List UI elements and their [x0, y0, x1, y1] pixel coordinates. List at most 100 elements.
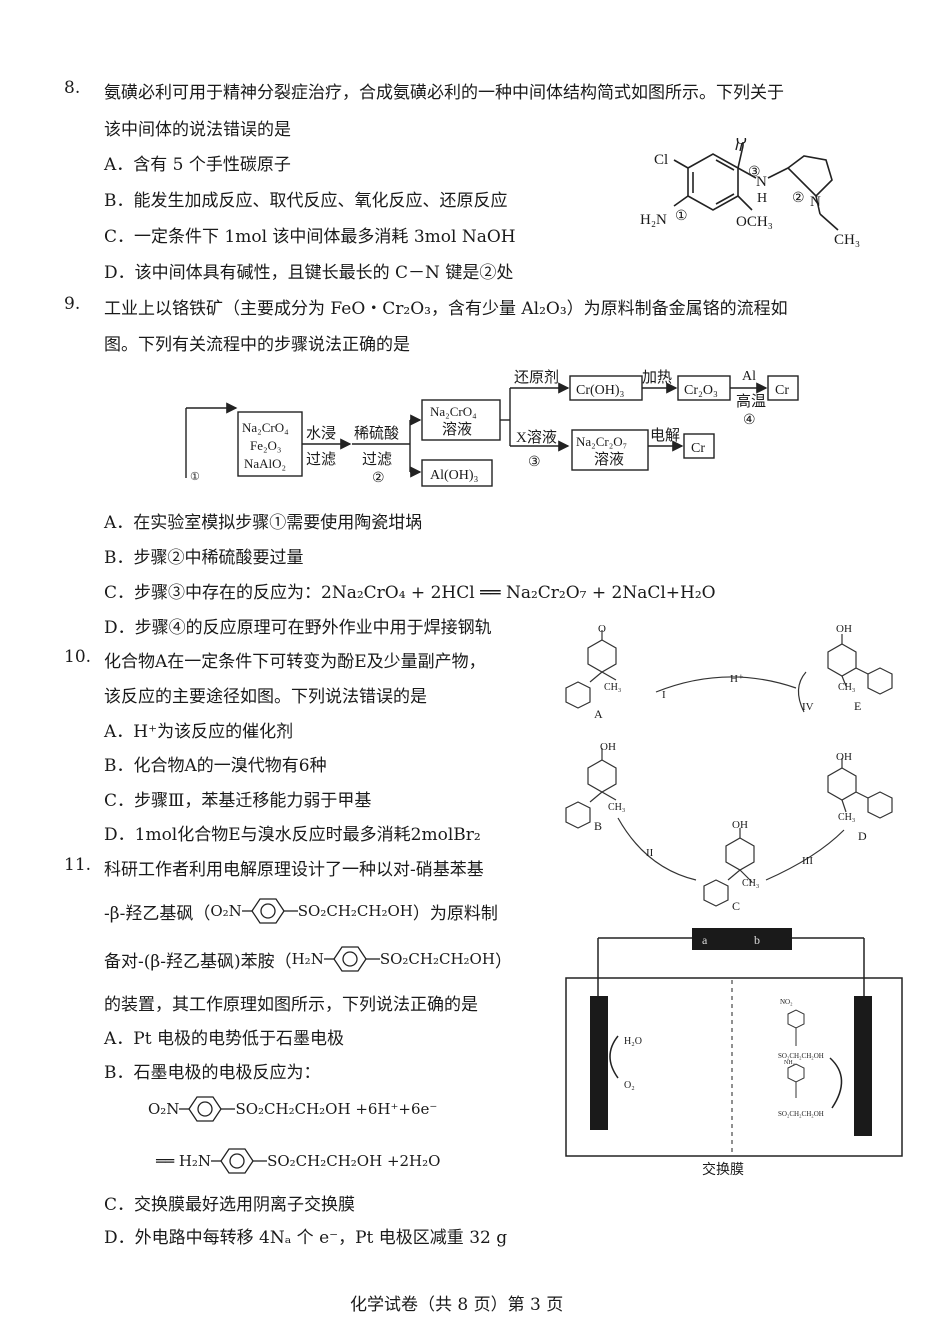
q10-a-ch3: CH₃	[604, 682, 621, 693]
q9-step-water-2: 过滤	[306, 451, 336, 468]
q8-label-h: H	[757, 191, 767, 206]
q9-box1-line3: NaAlO₂	[244, 456, 286, 471]
q10-label-b: B	[594, 819, 602, 833]
q10-c-ch3: CH₃	[742, 878, 759, 889]
q11-terminal-b: b	[754, 933, 760, 947]
q9-option-d[interactable]: D．步骤④的反应原理可在野外作业中用于焊接钢轨	[104, 618, 492, 638]
q8-option-b[interactable]: B．能发生加成反应、取代反应、氧化反应、还原反应	[104, 191, 508, 211]
q9-box8: Cr	[691, 441, 705, 456]
q10-c-oh: OH	[732, 819, 748, 831]
q11-stem: 科研工作者利用电解原理设计了一种以对-硝基苯基	[104, 860, 484, 880]
q9-step-acid-2: 过滤	[362, 451, 392, 468]
q11-reactant-left: O₂N	[210, 902, 242, 920]
q8-stem: 氨磺必利可用于精神分裂症治疗，合成氨磺必利的一种中间体结构简式如图所示。下列关于	[104, 83, 784, 103]
q10-e-ch3: CH₃	[838, 682, 855, 693]
q8-mark-1: ①	[675, 209, 688, 224]
q10-d-oh: OH	[836, 751, 852, 763]
q11-eq2-benzene-icon	[211, 1148, 268, 1174]
q10-step-2: II	[646, 847, 654, 859]
q8-label-och3: OCH₃	[736, 214, 773, 230]
q9-box6: Cr	[775, 383, 789, 398]
q9-mark-2: ②	[372, 471, 385, 486]
q10-option-b[interactable]: B．化合物A的一溴代物有6种	[104, 756, 327, 776]
q9-x-solution: X溶液	[516, 429, 557, 446]
q10-label-d: D	[858, 829, 867, 843]
q10-a-o: O	[598, 623, 606, 635]
q8-label-o: O	[736, 138, 747, 148]
q9-heat: 加热	[642, 369, 672, 386]
q11-number: 11.	[64, 855, 92, 875]
q8-number: 8.	[64, 78, 81, 98]
q9-box2-line1: Na₂CrO₄	[430, 404, 477, 419]
q11-option-b[interactable]: B．石墨电极的电极反应为：	[104, 1063, 321, 1083]
q8-mark-3: ③	[748, 165, 761, 180]
q9-option-a[interactable]: A．在实验室模拟步骤①需要使用陶瓷坩埚	[104, 513, 423, 533]
q9-box2-line2: 溶液	[442, 421, 472, 438]
q11-product-left: H₂N	[291, 950, 324, 968]
q11-stem-line2-b: ）为原料制	[412, 903, 498, 924]
q9-mark-1: ①	[190, 471, 200, 483]
q8-label-ch3: CH₃	[834, 232, 860, 248]
q11-membrane-label: 交换膜	[702, 1161, 744, 1178]
q9-option-b[interactable]: B．步骤②中稀硫酸要过量	[104, 548, 304, 568]
q10-label-e: E	[854, 699, 861, 713]
q9-al: Al	[742, 369, 756, 384]
q9-electrolysis: 电解	[650, 427, 680, 444]
q9-box3: Al(OH)₃	[430, 468, 479, 483]
q10-number: 10.	[64, 647, 92, 667]
q11-product-right: SO₂CH₂CH₂OH	[379, 950, 495, 968]
q9-option-c[interactable]: C．步骤③中存在的反应为：2Na₂CrO₄ + 2HCl ══ Na₂Cr₂O₇…	[104, 583, 716, 603]
q9-step-water-1: 水浸	[306, 425, 336, 442]
q11-eq1-benzene-icon	[179, 1096, 236, 1122]
q8-label-h2n: H₂N	[640, 212, 667, 228]
q11-label-so2-bottom: SO₂CH₂CH₂OH	[778, 1110, 824, 1118]
q11-option-d[interactable]: D．外电路中每转移 4Nₐ 个 e⁻，Pt 电极区减重 32 g	[104, 1228, 508, 1248]
q8-mark-2: ②	[792, 191, 805, 206]
q11-option-a[interactable]: A．Pt 电极的电势低于石墨电极	[104, 1029, 344, 1049]
q11-power-supply	[692, 928, 792, 950]
q8-label-cl: Cl	[654, 152, 668, 168]
q11-graphite-electrode	[854, 996, 872, 1136]
q9-number: 9.	[64, 294, 81, 314]
q9-mark-3: ③	[528, 455, 541, 470]
q8-option-d[interactable]: D．该中间体具有碱性，且键长最长的 C－N 键是②处	[104, 263, 514, 283]
q10-b-ch3: CH₃	[608, 802, 625, 813]
q11-label-so2-top: SO₂CH₂CH₂OH	[778, 1052, 824, 1060]
q10-option-d[interactable]: D．1mol化合物E与溴水反应时最多消耗2molBr₂	[104, 825, 481, 845]
q9-flowchart: ① Na₂CrO₄ Fe₂O₃ NaAlO₂ 水浸 过滤 稀硫酸 过滤 ② Na…	[185, 369, 799, 487]
q11-option-b-equation-2: ══ H₂N SO₂CH₂CH₂OH +2H₂O	[156, 1146, 440, 1176]
q9-box5: Cr₂O₃	[684, 383, 718, 398]
q10-option-c[interactable]: C．步骤Ⅲ，苯基迁移能力弱于甲基	[104, 791, 372, 811]
q9-reductant: 还原剂	[514, 369, 559, 386]
q10-step-3: III	[802, 855, 813, 867]
q10-d-ch3: CH₃	[838, 812, 855, 823]
q8-stem-cont: 该中间体的说法错误的是	[104, 120, 291, 140]
q11-terminal-a: a	[702, 933, 708, 947]
q11-eq1-right: SO₂CH₂CH₂OH +6H⁺+6e⁻	[235, 1100, 438, 1118]
q9-stem: 工业上以铬铁矿（主要成分为 FeO・Cr₂O₃，含有少量 Al₂O₃）为原料制备…	[104, 299, 788, 319]
q10-step-4: IV	[802, 701, 814, 713]
q10-b-oh: OH	[600, 741, 616, 753]
q9-mark-4: ④	[743, 413, 756, 428]
q11-label-o2: O₂	[624, 1080, 635, 1091]
q9-box7-line1: Na₂Cr₂O₇	[576, 434, 627, 449]
q11-label-nh2: NH₂	[784, 1060, 795, 1066]
q9-step-acid-1: 稀硫酸	[354, 425, 399, 442]
q11-reactant-right: SO₂CH₂CH₂OH	[297, 902, 413, 920]
q11-stem-line3-a: 备对-(β-羟乙基砜)苯胺（	[104, 951, 292, 972]
q11-option-c[interactable]: C．交换膜最好选用阴离子交换膜	[104, 1195, 356, 1215]
q9-box1-line1: Na₂CrO₄	[242, 420, 289, 435]
q11-label-no2: NO₂	[780, 998, 793, 1006]
q8-option-a[interactable]: A．含有 5 个手性碳原子	[104, 155, 291, 175]
q9-box4: Cr(OH)₃	[576, 383, 625, 398]
q10-label-c: C	[732, 899, 740, 913]
q8-label-n-ring: N	[810, 194, 821, 210]
q11-reactant-benzene-icon	[241, 898, 298, 924]
q11-option-b-equation-1: O₂N SO₂CH₂CH₂OH +6H⁺+6e⁻	[148, 1094, 437, 1124]
q10-option-a[interactable]: A．H⁺为该反应的催化剂	[104, 722, 294, 742]
q9-box1-line2: Fe₂O₃	[250, 438, 281, 453]
q11-product-benzene-icon	[323, 946, 380, 972]
q8-option-c[interactable]: C．一定条件下 1mol 该中间体最多消耗 3mol NaOH	[104, 227, 516, 247]
q10-stem: 化合物A在一定条件下可转变为酚E及少量副产物，	[104, 652, 486, 672]
q11-stem-line3-b: ）	[494, 951, 512, 972]
